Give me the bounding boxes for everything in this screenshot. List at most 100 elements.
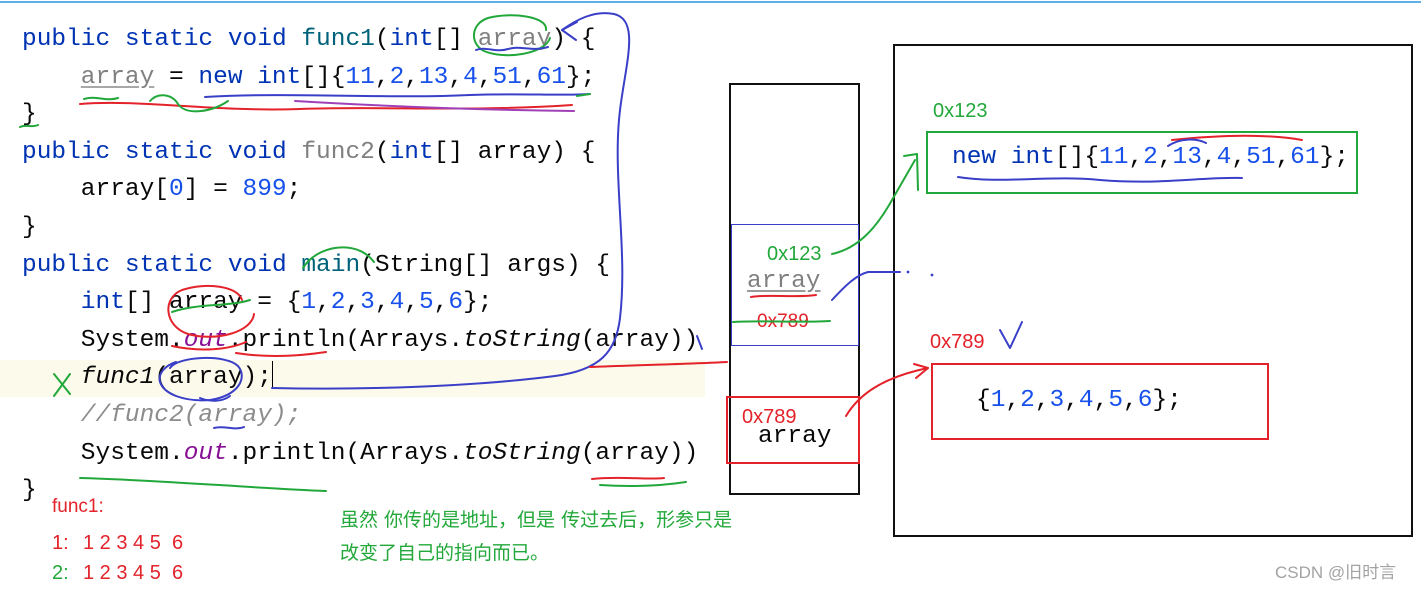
heap-new-array-literal: new int[]{11,2,13,4,51,61};: [952, 139, 1349, 177]
code-token-plain: };: [1152, 387, 1182, 414]
code-token-plain: [] array = {: [124, 289, 302, 317]
code-token-method: main: [301, 251, 361, 279]
code-token-plain: []: [433, 26, 478, 53]
code-token-plain: (: [374, 26, 390, 53]
code-token-plain: (String[] args) {: [360, 251, 611, 279]
code-line-current[interactable]: func1(array);: [22, 359, 698, 397]
code-token-number: 5: [418, 289, 434, 317]
code-token-method: func1: [301, 26, 375, 53]
code-token-plain: (array)): [580, 326, 699, 354]
output-row-values: 1 2 3 4 5 6: [83, 532, 184, 554]
code-token-plain: ,: [433, 289, 449, 317]
output-row: 1: 1 2 3 4 5 6: [52, 531, 183, 555]
output-row-label: 2:: [52, 562, 69, 584]
code-token-keyword: int: [80, 289, 125, 317]
code-line[interactable]: array = new int[]{11,2,13,4,51,61};: [22, 59, 698, 97]
stack-func1-address: 0x123: [767, 243, 822, 265]
code-token-comment: //func2(array);: [80, 401, 302, 429]
code-token-plain: };: [566, 63, 596, 91]
code-token-plain: ) {: [551, 26, 596, 53]
heap-new-array-address: 0x123: [933, 100, 988, 122]
code-token-number: 3: [360, 289, 375, 317]
code-token-plain: ,: [1093, 387, 1109, 414]
code-token-field: out: [183, 326, 228, 354]
code-token-plain: ] =: [183, 176, 243, 204]
code-token-method-unused: func2: [301, 138, 375, 166]
code-token-keyword: int: [389, 26, 434, 53]
code-token-plain: ,: [1064, 387, 1079, 414]
stack-main-variable: array: [758, 423, 832, 450]
code-token-plain: ,: [345, 289, 361, 317]
code-token-plain: ,: [374, 289, 390, 317]
code-line[interactable]: }: [22, 96, 698, 134]
code-line[interactable]: array[0] = 899;: [22, 171, 698, 209]
heap-new-array-box: [926, 131, 1358, 194]
code-editor[interactable]: public static void func1(int[] array) {a…: [22, 21, 698, 510]
code-line[interactable]: System.out.println(Arrays.toString(array…: [22, 322, 699, 360]
code-token-number: 2: [330, 289, 346, 317]
code-line[interactable]: public static void main(String[] args) {: [22, 247, 698, 285]
code-token-number: 4: [1078, 387, 1094, 414]
code-line[interactable]: System.out.println(Arrays.toString(array…: [22, 435, 699, 473]
code-token-plain: []{: [301, 63, 346, 91]
code-line[interactable]: int[] array = {1,2,3,4,5,6};: [22, 284, 698, 322]
code-token-number: 2: [1020, 387, 1035, 414]
code-token-plain: {: [976, 387, 991, 414]
code-token-plain: ,: [1005, 387, 1021, 414]
heap-original-array-box: [931, 363, 1269, 440]
code-token-number: 0: [169, 176, 184, 204]
heap-original-array-literal: {1,2,3,4,5,6};: [976, 382, 1182, 420]
code-token-number: 899: [242, 176, 287, 204]
code-token-number: 5: [1108, 387, 1124, 414]
code-token-unused-underline: array: [80, 63, 155, 91]
code-token-plain: ,: [1275, 144, 1291, 171]
code-token-plain: [] array) {: [433, 138, 596, 166]
code-token-plain: };: [463, 289, 493, 317]
code-token-plain: System.: [80, 439, 184, 467]
code-token-keyword: public static void: [22, 138, 302, 166]
code-token-number: 4: [463, 63, 478, 91]
code-token-plain: }: [22, 477, 37, 505]
code-token-number: 2: [389, 63, 405, 91]
code-token-number: 61: [1290, 144, 1320, 171]
code-token-number: 51: [492, 63, 522, 91]
code-token-keyword: int: [389, 138, 434, 166]
output-row: 2:1 2 3 4 5 6: [52, 561, 183, 585]
code-token-plain: ,: [521, 63, 537, 91]
code-line[interactable]: public static void func2(int[] array) {: [22, 134, 698, 172]
code-line[interactable]: }: [22, 472, 698, 510]
stack-main-address: 0x789: [742, 406, 797, 428]
code-token-plain: ,: [1034, 387, 1050, 414]
code-token-plain: }: [22, 101, 37, 129]
code-token-plain: ,: [374, 63, 390, 91]
stack-func1-variable: array: [747, 268, 821, 295]
explanation-note: 虽然 你传的是地址，但是 传过去后，形参只是改变了自己的指向而已。: [340, 504, 732, 570]
code-token-number: 6: [1137, 387, 1153, 414]
code-token-number: 1: [990, 387, 1006, 414]
code-token-plain: (array);: [154, 364, 272, 392]
code-line[interactable]: public static void func1(int[] array) {: [22, 21, 698, 59]
code-line[interactable]: }: [22, 209, 698, 247]
code-token-number: 6: [448, 289, 464, 317]
stack-frame-main: [726, 396, 860, 464]
code-token-plain: array[: [80, 176, 170, 204]
code-token-static-call: toString: [463, 439, 581, 467]
code-token-static-call: toString: [463, 326, 581, 354]
code-token-keyword: public static void: [22, 251, 302, 279]
code-token-plain: (: [374, 138, 390, 166]
code-token-plain: System.: [80, 326, 184, 354]
code-token-plain: .println(Arrays.: [227, 326, 464, 354]
code-token-number: 3: [1049, 387, 1065, 414]
heap-original-array-address: 0x789: [930, 331, 985, 353]
code-token-number: 1: [301, 289, 317, 317]
code-token-plain: =: [154, 63, 199, 91]
output-row-label: 1:: [52, 532, 69, 554]
output-title: func1:: [52, 496, 104, 517]
text-caret: [271, 361, 273, 390]
code-token-plain: ,: [316, 289, 331, 317]
code-token-plain: ,: [477, 63, 493, 91]
code-line[interactable]: //func2(array);: [22, 397, 698, 435]
code-token-number: 11: [345, 63, 375, 91]
code-token-unused: array: [477, 26, 552, 53]
code-token-plain: ,: [448, 63, 464, 91]
